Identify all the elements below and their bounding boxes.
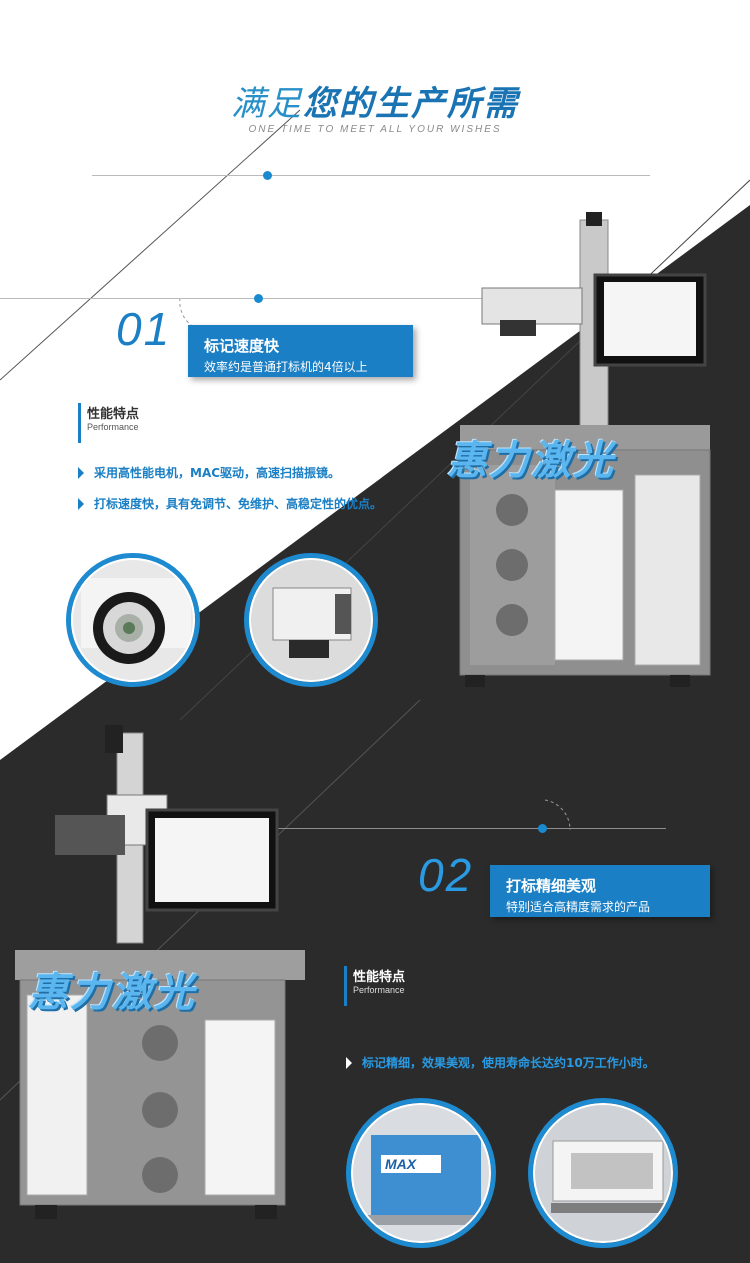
- page-title: 满足您的生产所需: [231, 84, 519, 124]
- bullet-arrow-icon: [78, 497, 84, 510]
- brand-watermark-2: 惠力激光: [28, 970, 196, 1016]
- feature1-divider-dot: [254, 294, 263, 303]
- feature1-performance-badge: 性能特点 Performance: [78, 403, 154, 443]
- feature2-bullet-1: 标记精细，效果美观，使用寿命长达约10万工作小时。: [346, 1054, 655, 1071]
- feature2-thumb-source: MAX: [346, 1098, 496, 1248]
- header-divider: [92, 175, 650, 176]
- header-divider-dot: [263, 171, 272, 180]
- feature2-divider-dot: [538, 824, 547, 833]
- feature2-title: 打标精细美观: [506, 877, 597, 895]
- feature1-divider: [0, 298, 490, 299]
- laser-marking-machine-1: [459, 212, 711, 687]
- feature1-title: 标记速度快: [204, 337, 280, 355]
- feature2-performance-badge: 性能特点 Performance: [344, 966, 420, 1006]
- feature1-info-box: 标记速度快 效率约是普通打标机的4倍以上: [188, 325, 413, 377]
- bullet-arrow-icon: [78, 466, 84, 479]
- feature1-bullet-2: 打标速度快，具有免调节、免维护、高稳定性的优点。: [78, 495, 382, 512]
- brand-watermark-1: 惠力激光: [447, 438, 615, 484]
- feature1-thumb-head: [244, 553, 378, 687]
- feature2-thumb-cooling: [528, 1098, 678, 1248]
- feature2-info-box: 打标精细美观 特别适合高精度需求的产品: [490, 865, 710, 917]
- page-subtitle: ONE TIME TO MEET ALL YOUR WISHES: [248, 124, 502, 135]
- laser-marking-machine-2: [15, 725, 305, 1219]
- feature2-number: 02: [418, 849, 474, 901]
- feature2-desc: 特别适合高精度需求的产品: [506, 900, 651, 914]
- feature1-desc: 效率约是普通打标机的4倍以上: [204, 360, 368, 374]
- feature2-divider: [248, 828, 666, 829]
- feature1-bullet-1: 采用高性能电机，MAC驱动，高速扫描振镜。: [78, 464, 340, 481]
- feature1-number: 01: [116, 303, 172, 355]
- feature1-thumb-galvo: [66, 553, 200, 687]
- bullet-arrow-icon: [346, 1056, 352, 1069]
